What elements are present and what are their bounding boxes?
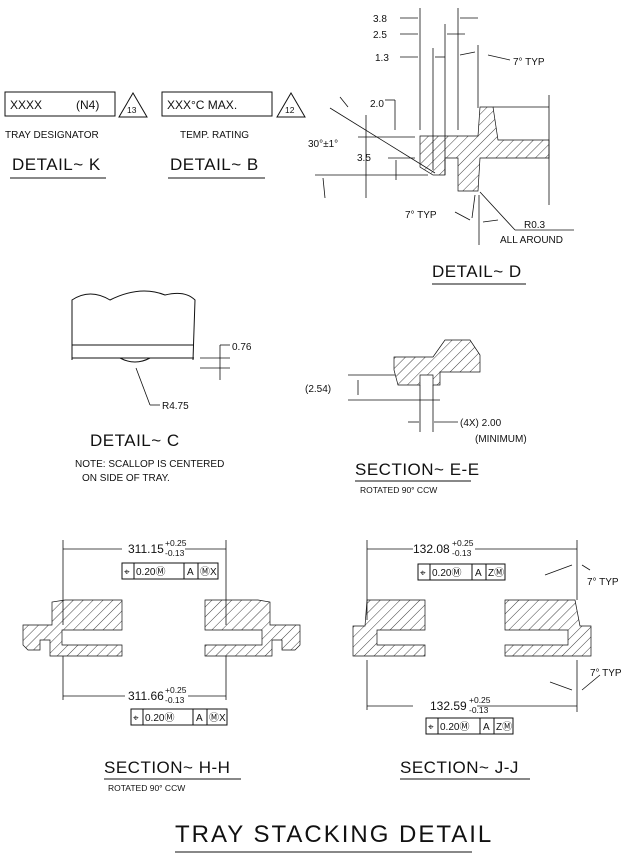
section-j-j: 132.08 +0.25 -0.13 ⌖ 0.20Ⓜ A ZⓂ 7° TYP 7…: [352, 538, 622, 780]
designator-suffix: (N4): [76, 98, 99, 112]
fcf-datum-a: A: [475, 568, 482, 579]
fcf-datum-a: A: [196, 713, 203, 724]
top-dim-tol-plus: +0.25: [452, 538, 474, 548]
detail-c-note-2: ON SIDE OF TRAY.: [82, 473, 170, 484]
detail-c-label: DETAIL~ C: [90, 431, 180, 450]
section-h-h: 311.15 +0.25 -0.13 ⌖ 0.20Ⓜ A ⓂX 311.66 +…: [22, 538, 301, 793]
angle-typ-bottom: 7° TYP: [405, 210, 437, 221]
revision-flag-number: 12: [285, 105, 295, 115]
dim-3-8: 3.8: [373, 14, 387, 25]
section-e-e-sublabel: ROTATED 90° CCW: [360, 485, 437, 495]
fcf-datum-x: ⓂX: [200, 566, 217, 578]
fcf-tolerance: 0.20Ⓜ: [432, 567, 461, 579]
detail-b: XXX°C MAX. 12 TEMP. RATING DETAIL~ B: [161, 91, 306, 179]
fcf-datum-x: ⓂX: [209, 712, 226, 724]
position-symbol-icon: ⌖: [124, 567, 130, 578]
detail-d-label: DETAIL~ D: [432, 262, 522, 281]
fcf-tolerance: 0.20Ⓜ: [136, 566, 165, 578]
ref-dim: (2.54): [305, 384, 331, 395]
detail-c-note-1: NOTE: SCALLOP IS CENTERED: [75, 459, 224, 470]
position-symbol-icon: ⌖: [428, 722, 434, 733]
fcf-datum-a: A: [187, 567, 194, 578]
fcf-datum-z: ZⓂ: [488, 567, 504, 579]
revision-flag-number: 13: [127, 105, 137, 115]
angle-typ-top: 7° TYP: [513, 57, 545, 68]
dim-2-5: 2.5: [373, 30, 387, 41]
section-h-h-label: SECTION~ H-H: [104, 758, 230, 777]
bottom-dim-tol-plus: +0.25: [165, 685, 187, 695]
scallop-radius: R4.75: [162, 401, 189, 412]
bottom-dim-value: 311.66: [128, 689, 164, 703]
top-dim-tol-minus: -0.13: [452, 548, 472, 558]
min-dim-note: (MINIMUM): [475, 434, 527, 445]
section-h-h-sublabel: ROTATED 90° CCW: [108, 783, 185, 793]
bottom-dim-tol-minus: -0.13: [469, 705, 489, 715]
section-e-e-label: SECTION~ E-E: [355, 460, 480, 479]
detail-b-label: DETAIL~ B: [170, 155, 259, 174]
detail-k-label: DETAIL~ K: [12, 155, 101, 174]
bottom-dim-tol-minus: -0.13: [165, 695, 185, 705]
bottom-dim-value: 132.59: [430, 699, 467, 713]
detail-k: XXXX (N4) 13 TRAY DESIGNATOR DETAIL~ K: [4, 91, 148, 179]
scallop-depth: 0.76: [232, 342, 252, 353]
detail-b-caption: TEMP. RATING: [180, 130, 249, 141]
fcf-top: ⌖ 0.20Ⓜ A ZⓂ: [417, 563, 506, 581]
top-dim-value: 311.15: [128, 542, 164, 556]
detail-d: 3.8 2.5 1.3 7° TYP 2.0 30°±1° 3.5 7° TYP…: [308, 8, 574, 285]
sheet-title: TRAY STACKING DETAIL: [175, 821, 493, 848]
designator-text: XXXX: [10, 98, 42, 112]
detail-k-caption: TRAY DESIGNATOR: [5, 130, 99, 141]
top-dim-tol-minus: -0.13: [165, 548, 185, 558]
section-j-j-label: SECTION~ J-J: [400, 758, 519, 777]
position-symbol-icon: ⌖: [420, 568, 426, 579]
detail-c: 0.76 R4.75 DETAIL~ C NOTE: SCALLOP IS CE…: [71, 290, 252, 484]
min-dim: (4X) 2.00: [460, 418, 502, 429]
fcf-datum-a: A: [483, 722, 490, 733]
chamfer-angle: 30°±1°: [308, 139, 338, 150]
fcf-bottom: ⌖ 0.20Ⓜ A ⓂX: [130, 708, 228, 726]
position-symbol-icon: ⌖: [133, 713, 139, 724]
bottom-dim-tol-plus: +0.25: [469, 695, 491, 705]
fcf-tolerance: 0.20Ⓜ: [440, 721, 469, 733]
designator-box: [4, 91, 116, 117]
radius-all-around: ALL AROUND: [500, 235, 563, 246]
section-e-e: (2.54) (4X) 2.00 (MINIMUM) SECTION~ E-E …: [305, 339, 527, 495]
temp-rating-box: [161, 91, 273, 117]
radius-note: R0.3: [524, 220, 546, 231]
dim-1-3: 1.3: [375, 53, 389, 64]
temp-rating-text: XXX°C MAX.: [167, 98, 237, 112]
angle-typ-top: 7° TYP: [587, 577, 619, 588]
top-dim-tol-plus: +0.25: [165, 538, 187, 548]
angle-typ-bottom: 7° TYP: [590, 668, 622, 679]
revision-flag-icon: [276, 92, 306, 118]
fcf-top: ⌖ 0.20Ⓜ A ⓂX: [121, 562, 219, 580]
dim-2-0: 2.0: [370, 99, 384, 110]
fcf-tolerance: 0.20Ⓜ: [145, 712, 174, 724]
revision-flag-icon: [118, 92, 148, 118]
dim-3-5: 3.5: [357, 153, 371, 164]
top-dim-value: 132.08: [413, 542, 450, 556]
fcf-bottom: ⌖ 0.20Ⓜ A ZⓂ: [425, 717, 514, 735]
fcf-datum-z: ZⓂ: [496, 721, 512, 733]
